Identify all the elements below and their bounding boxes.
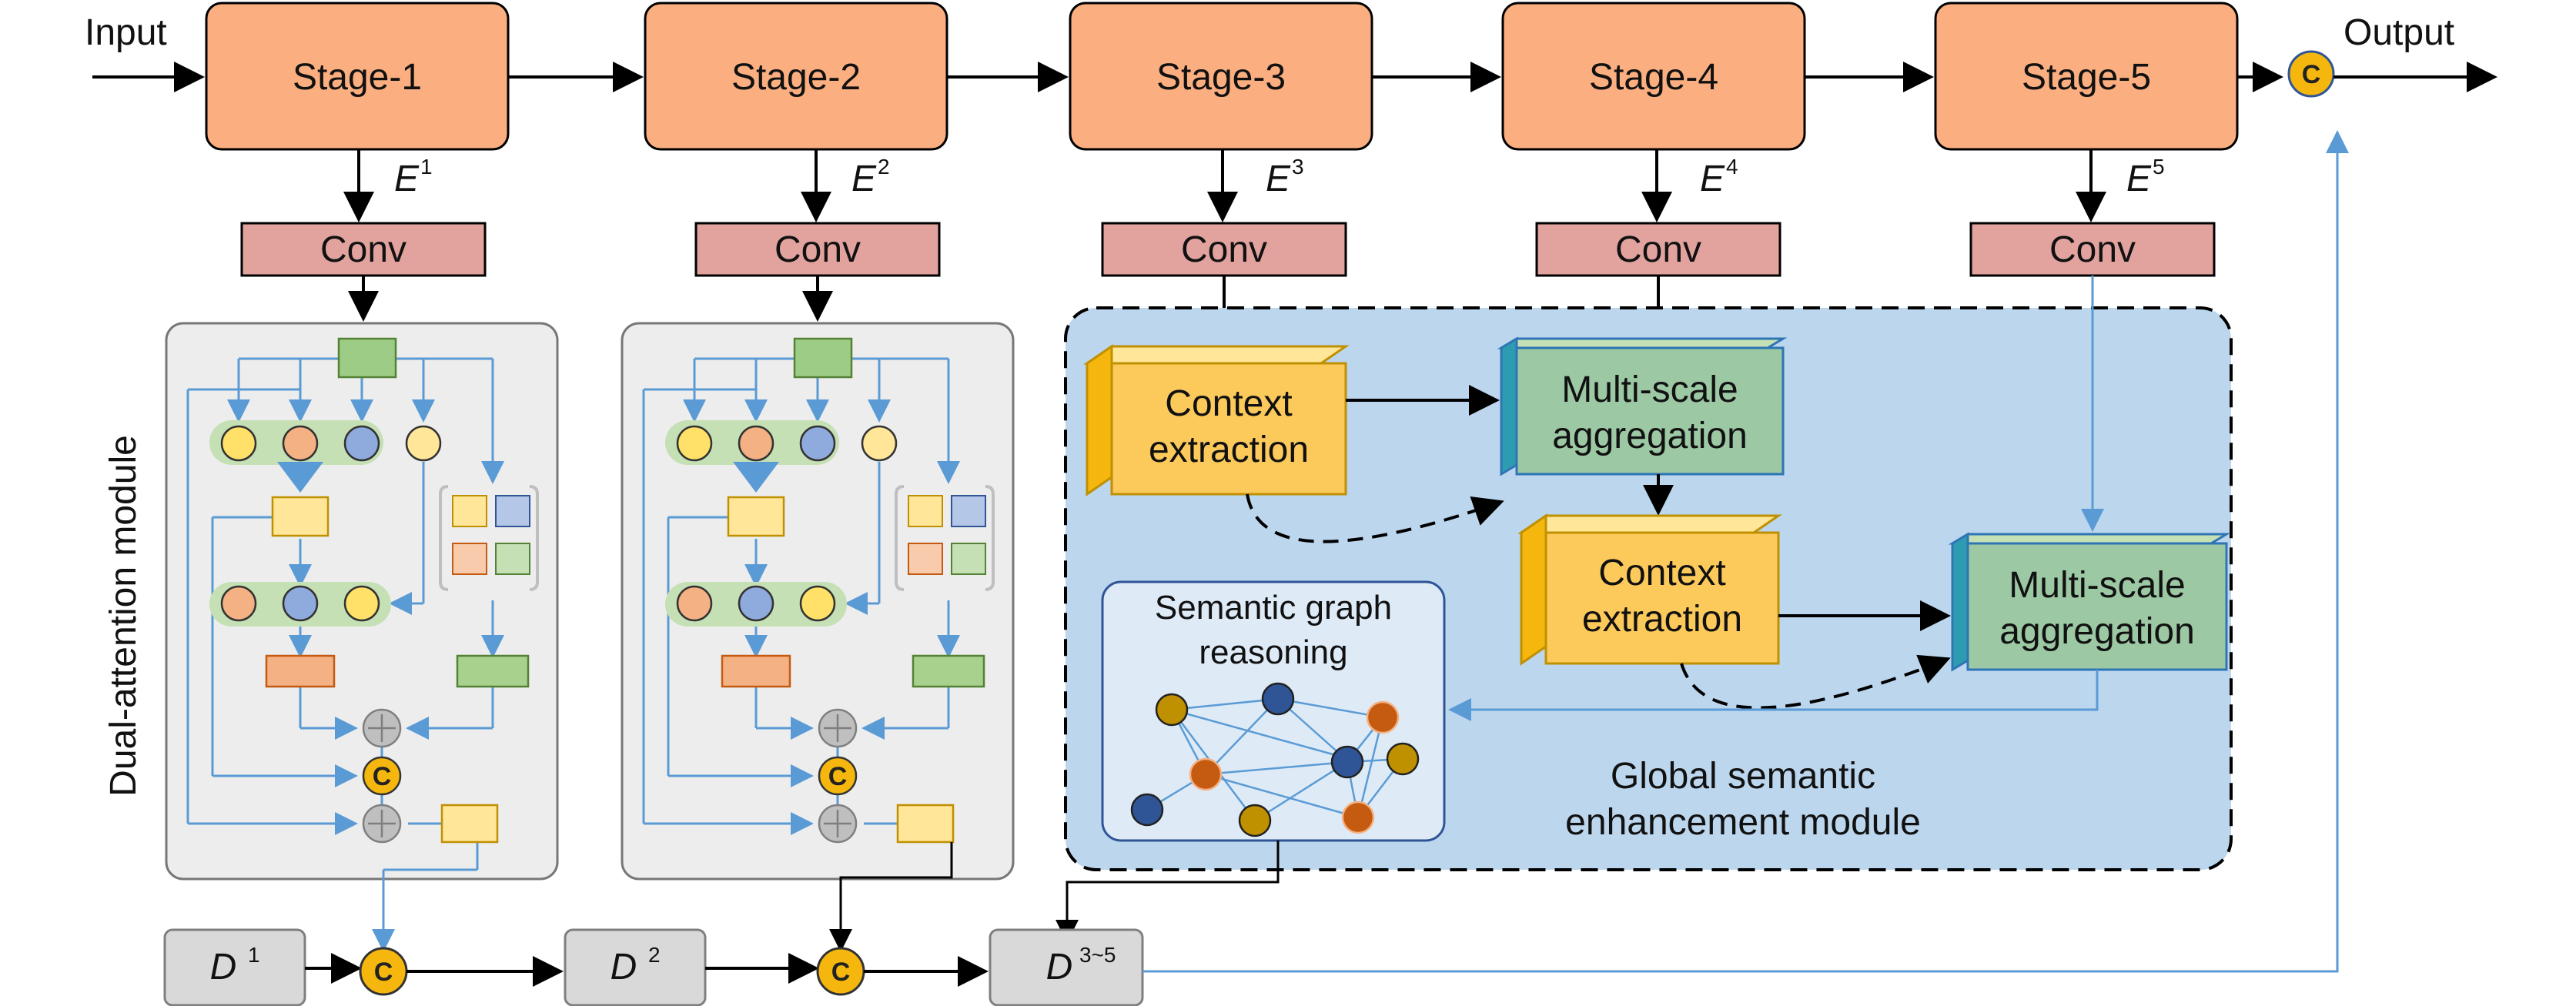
svg-text:E: E xyxy=(1700,159,1725,199)
svg-text:extraction: extraction xyxy=(1149,429,1309,470)
svg-text:5: 5 xyxy=(2153,155,2165,179)
svg-text:Multi-scale: Multi-scale xyxy=(1561,369,1738,410)
svg-text:Conv: Conv xyxy=(1615,229,1701,270)
svg-text:D: D xyxy=(1046,947,1073,988)
stage-3-box: Stage-3 xyxy=(1069,2,1373,151)
dual-attention-module-1: C xyxy=(165,322,559,952)
svg-text:2: 2 xyxy=(878,155,890,179)
stage-4-box: Stage-4 xyxy=(1501,2,1806,151)
svg-text:C: C xyxy=(2302,60,2321,89)
svg-text:extraction: extraction xyxy=(1582,599,1742,640)
decoder-to-output-arrow xyxy=(1142,130,2349,973)
svg-text:C: C xyxy=(374,958,393,987)
e2-arrow: E 2 xyxy=(801,149,890,222)
decoder-d1: D 1 xyxy=(163,928,306,1006)
svg-text:C: C xyxy=(831,958,851,987)
dual-attention-label: Dual-attention module xyxy=(103,435,144,797)
svg-text:enhancement module: enhancement module xyxy=(1565,802,1921,843)
svg-text:E: E xyxy=(851,159,877,199)
svg-text:D: D xyxy=(210,947,237,988)
svg-text:E: E xyxy=(1266,159,1291,199)
svg-text:reasoning: reasoning xyxy=(1199,633,1347,671)
e3-arrow: E 3 xyxy=(1207,149,1304,222)
svg-text:Context: Context xyxy=(1598,553,1725,593)
multiscale-aggregation-1: Multi-scale aggregation xyxy=(1497,336,1788,476)
semantic-graph-reasoning: Semantic graph reasoning xyxy=(1101,580,1446,842)
svg-text:Conv: Conv xyxy=(2049,229,2136,270)
stage-1-box: Stage-1 xyxy=(205,2,510,151)
svg-text:Conv: Conv xyxy=(1181,229,1267,270)
stage-5-box: Stage-5 xyxy=(1934,2,2239,151)
skip-dashed-arrow-2 xyxy=(1680,654,1951,710)
conv-box-3: Conv xyxy=(1101,222,1347,277)
stage-2-label: Stage-2 xyxy=(731,57,861,98)
conv-box-2: Conv xyxy=(694,222,941,277)
stage-2-box: Stage-2 xyxy=(644,2,948,151)
svg-text:3: 3 xyxy=(1292,155,1304,179)
svg-text:1: 1 xyxy=(420,155,433,179)
concat-node-2: C xyxy=(816,947,865,996)
svg-text:4: 4 xyxy=(1726,155,1738,179)
svg-text:2: 2 xyxy=(648,943,661,967)
svg-text:aggregation: aggregation xyxy=(1999,611,2195,652)
svg-text:1: 1 xyxy=(248,943,260,967)
e1-arrow: E 1 xyxy=(343,149,433,222)
svg-text:E: E xyxy=(394,159,420,199)
concat-node-1: C xyxy=(359,947,408,996)
svg-text:Global semantic: Global semantic xyxy=(1611,756,1875,797)
context-extraction-2: Context extraction xyxy=(1517,513,1782,666)
stage-3-label: Stage-3 xyxy=(1156,57,1286,98)
dual-attention-module-2: C xyxy=(621,322,1015,952)
conv-box-4: Conv xyxy=(1535,222,1781,277)
input-label: Input xyxy=(85,12,167,53)
e5-arrow: E 5 xyxy=(2076,149,2165,222)
graph-to-decoder-arrow xyxy=(1055,841,1280,943)
svg-text:Semantic graph: Semantic graph xyxy=(1155,589,1392,627)
conv-box-1: Conv xyxy=(240,222,487,277)
context-extraction-1: Context extraction xyxy=(1083,344,1350,496)
global-semantic-module: Global semantic enhancement module Conte… xyxy=(1055,276,2233,943)
aggregation-to-graph-arrow xyxy=(1448,670,2099,721)
decoder-d2: D 2 xyxy=(564,928,707,1006)
svg-text:aggregation: aggregation xyxy=(1552,416,1748,456)
stage-1-label: Stage-1 xyxy=(293,57,422,98)
multiscale-aggregation-2: Multi-scale aggregation xyxy=(1948,532,2231,672)
svg-text:Context: Context xyxy=(1165,383,1292,424)
svg-text:C: C xyxy=(828,762,848,791)
svg-text:C: C xyxy=(373,762,392,791)
svg-text:Conv: Conv xyxy=(320,229,406,270)
stage-4-label: Stage-4 xyxy=(1589,57,1718,98)
decoder-d3-5: D 3~5 xyxy=(989,928,1144,1006)
conv-box-5: Conv xyxy=(1969,222,2216,277)
svg-text:Conv: Conv xyxy=(774,229,861,270)
svg-text:D: D xyxy=(611,947,637,988)
stage-5-label: Stage-5 xyxy=(2022,57,2151,98)
output-label: Output xyxy=(2343,12,2454,53)
svg-text:Multi-scale: Multi-scale xyxy=(2009,565,2185,606)
svg-text:3~5: 3~5 xyxy=(1079,943,1116,967)
e4-arrow: E 4 xyxy=(1641,149,1738,222)
svg-text:E: E xyxy=(2126,159,2152,199)
output-concat-node: C xyxy=(2287,50,2335,98)
